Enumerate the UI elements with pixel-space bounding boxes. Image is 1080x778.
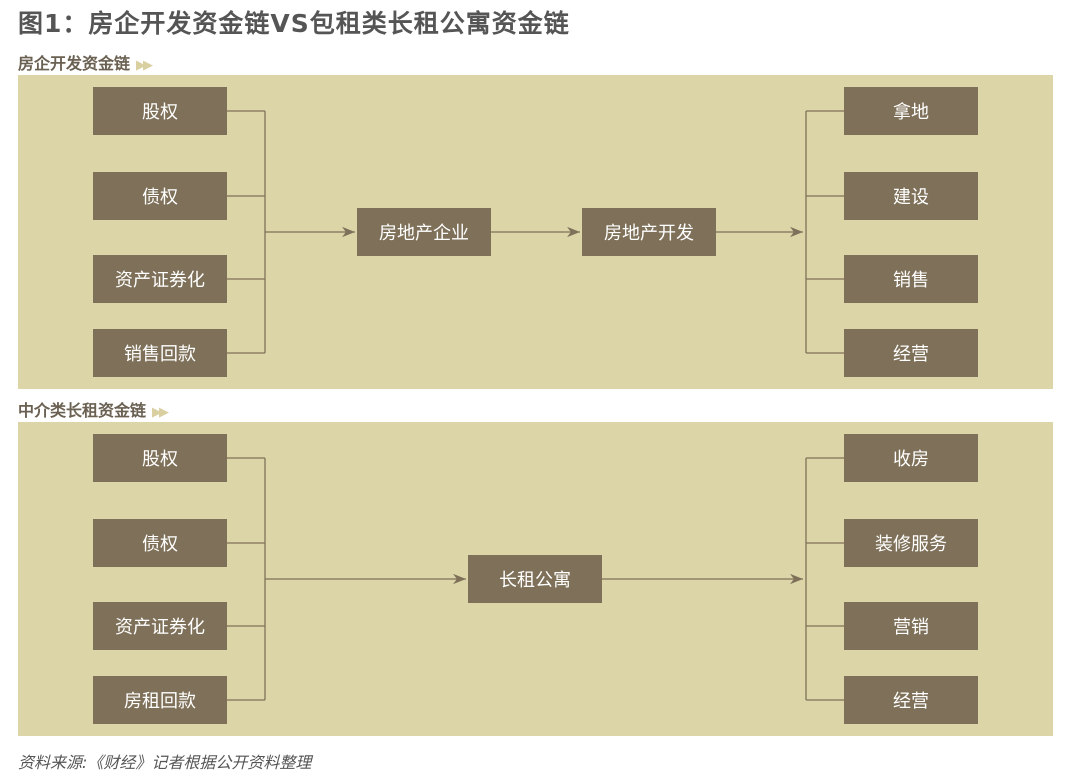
double-arrow-icon: ▶▶ — [152, 405, 169, 420]
source-note: 资料来源:《财经》记者根据公开资料整理 — [18, 753, 312, 772]
source-box-rent-receipts: 房租回款 — [93, 676, 227, 724]
source-box-securitization: 资产证券化 — [93, 255, 227, 303]
source-box-equity: 股权 — [93, 434, 227, 482]
use-box-operation: 经营 — [844, 329, 978, 377]
use-box-land: 拿地 — [844, 87, 978, 135]
source-box-debt: 债权 — [93, 519, 227, 567]
section-2-label: 中介类长租资金链 — [18, 401, 147, 420]
use-box-marketing: 营销 — [844, 602, 978, 650]
use-box-acquire-housing: 收房 — [844, 434, 978, 482]
figure-title: 图1：房企开发资金链VS包租类长租公寓资金链 — [18, 9, 570, 38]
source-box-equity: 股权 — [93, 87, 227, 135]
section-1-heading: 房企开发资金链 ▶▶ — [18, 50, 153, 74]
double-arrow-icon: ▶▶ — [136, 58, 153, 73]
center-box-long-rent-apartment: 长租公寓 — [468, 555, 602, 603]
use-box-operation: 经营 — [844, 676, 978, 724]
source-box-sales-receipts: 销售回款 — [93, 329, 227, 377]
source-box-securitization: 资产证券化 — [93, 602, 227, 650]
section-1-label: 房企开发资金链 — [18, 54, 131, 73]
use-box-construction: 建设 — [844, 172, 978, 220]
use-box-sales: 销售 — [844, 255, 978, 303]
section-2-heading: 中介类长租资金链 ▶▶ — [18, 397, 169, 421]
center-box-development: 房地产开发 — [582, 208, 716, 256]
center-box-developer: 房地产企业 — [357, 208, 491, 256]
source-box-debt: 债权 — [93, 172, 227, 220]
use-box-renovation: 装修服务 — [844, 519, 978, 567]
